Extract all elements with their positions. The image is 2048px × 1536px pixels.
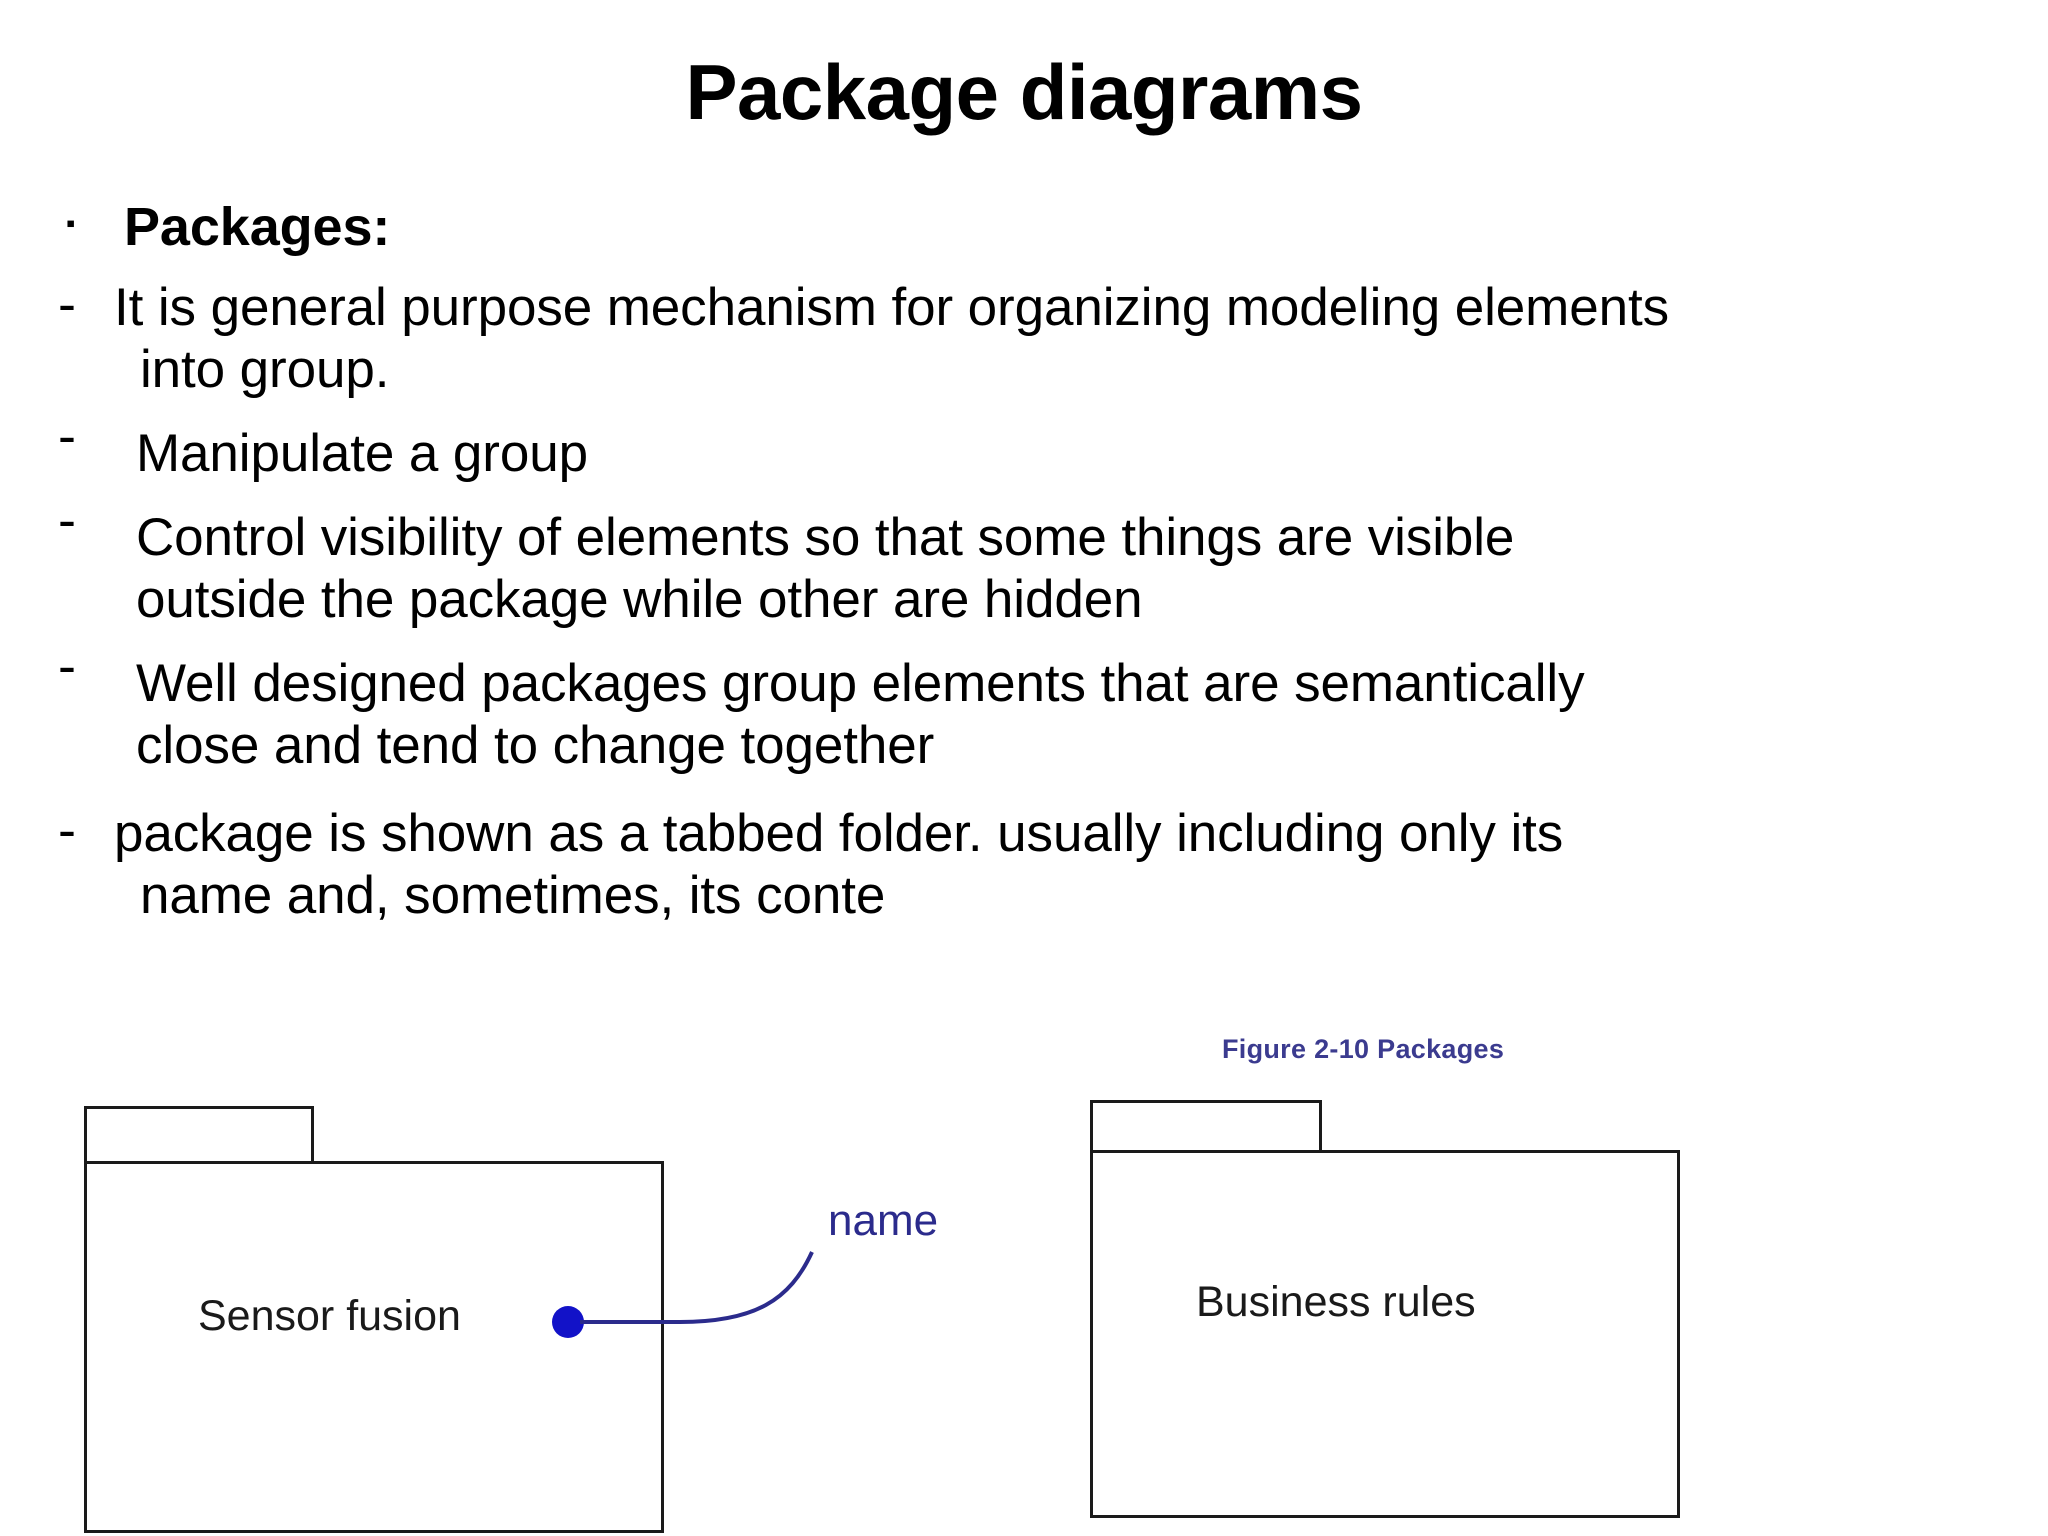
list-item-label: It is general purpose mechanism for orga… bbox=[114, 277, 2018, 401]
dash-bullet-icon: - bbox=[58, 274, 76, 335]
list-item-control-visibility: - Control visibility of elements so that… bbox=[58, 493, 2018, 631]
dash-bullet-icon: - bbox=[58, 406, 76, 467]
list-item-general-purpose: - It is general purpose mechanism for or… bbox=[58, 277, 2018, 401]
bullet-list: ▪ Packages: - It is general purpose mech… bbox=[58, 196, 2018, 941]
list-item-label: Packages: bbox=[124, 197, 391, 257]
list-item-label: Control visibility of elements so that s… bbox=[114, 507, 2018, 631]
callout-label-name: name bbox=[828, 1196, 939, 1245]
package-label-business-rules: Business rules bbox=[1196, 1278, 1476, 1326]
list-item-line-1: Well designed packages group elements th… bbox=[136, 654, 1585, 714]
list-item-manipulate: - Manipulate a group bbox=[58, 409, 2018, 485]
list-item-label: Manipulate a group bbox=[136, 424, 588, 484]
list-item-packages: ▪ Packages: bbox=[58, 196, 2018, 259]
dash-bullet-icon: - bbox=[58, 636, 76, 697]
list-item-line-2: into group. bbox=[140, 340, 390, 400]
list-item-line-2: name and, sometimes, its conte bbox=[140, 866, 886, 926]
list-item-line-1: It is general purpose mechanism for orga… bbox=[114, 278, 1669, 338]
package-tab bbox=[84, 1106, 314, 1161]
package-label-sensor-fusion: Sensor fusion bbox=[198, 1292, 461, 1340]
page-title: Package diagrams bbox=[685, 48, 1363, 136]
list-item-line-1: Control visibility of elements so that s… bbox=[136, 508, 1515, 568]
list-item-well-designed: - Well designed packages group elements … bbox=[58, 639, 2018, 777]
package-body bbox=[1090, 1150, 1680, 1518]
list-item-label: Well designed packages group elements th… bbox=[114, 653, 2018, 777]
list-item-line-2: close and tend to change together bbox=[136, 716, 935, 776]
dash-bullet-icon: - bbox=[58, 490, 76, 551]
package-tab bbox=[1090, 1100, 1322, 1150]
list-item-line-2: outside the package while other are hidd… bbox=[136, 570, 1143, 630]
list-item-line-1: package is shown as a tabbed folder. usu… bbox=[114, 804, 1564, 864]
list-item-tabbed-folder: - package is shown as a tabbed folder. u… bbox=[58, 803, 2018, 941]
square-bullet-icon: ▪ bbox=[66, 208, 76, 238]
figure-caption: Figure 2-10 Packages bbox=[1222, 1034, 1505, 1064]
package-body bbox=[84, 1161, 664, 1533]
dash-bullet-icon: - bbox=[58, 800, 76, 861]
list-item-label: package is shown as a tabbed folder. usu… bbox=[114, 803, 2018, 941]
